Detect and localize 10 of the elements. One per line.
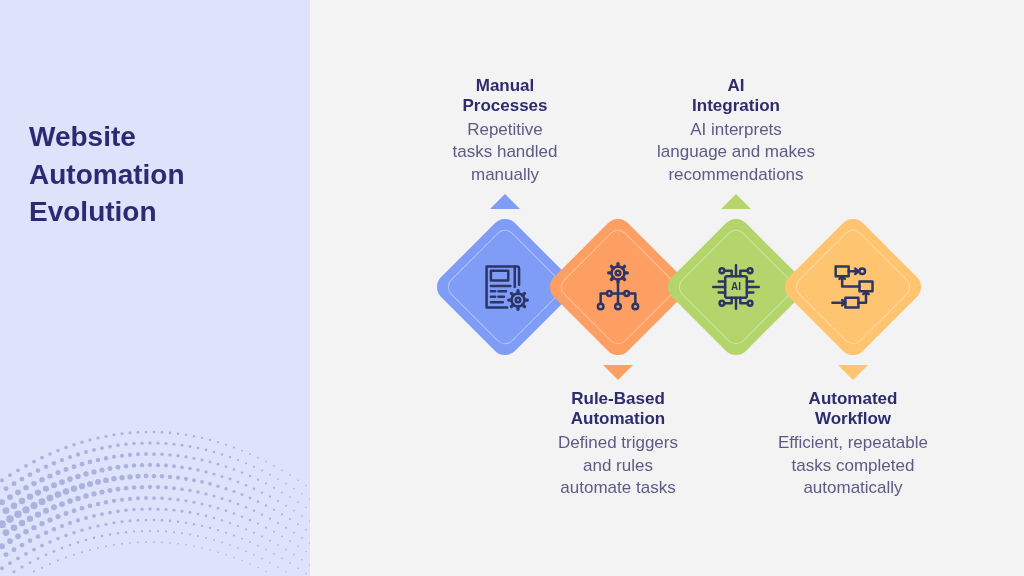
step-heading: Manual Processes [461,75,549,116]
step-description: Defined triggers and rules automate tasks [557,432,679,499]
step-heading: AI Integration [691,75,781,116]
step-heading: Automated Workflow [807,389,899,429]
step-description: Efficient, repeatable tasks completed automatically [777,432,929,499]
page-title: Website Automation Evolution [29,120,186,229]
step-heading: Rule-Based Automation [569,389,667,429]
step-description: Repetitive tasks handled manually [451,118,559,186]
step-description: AI interprets language and makes recommendations [656,118,816,186]
chip-label: AI [731,282,741,292]
